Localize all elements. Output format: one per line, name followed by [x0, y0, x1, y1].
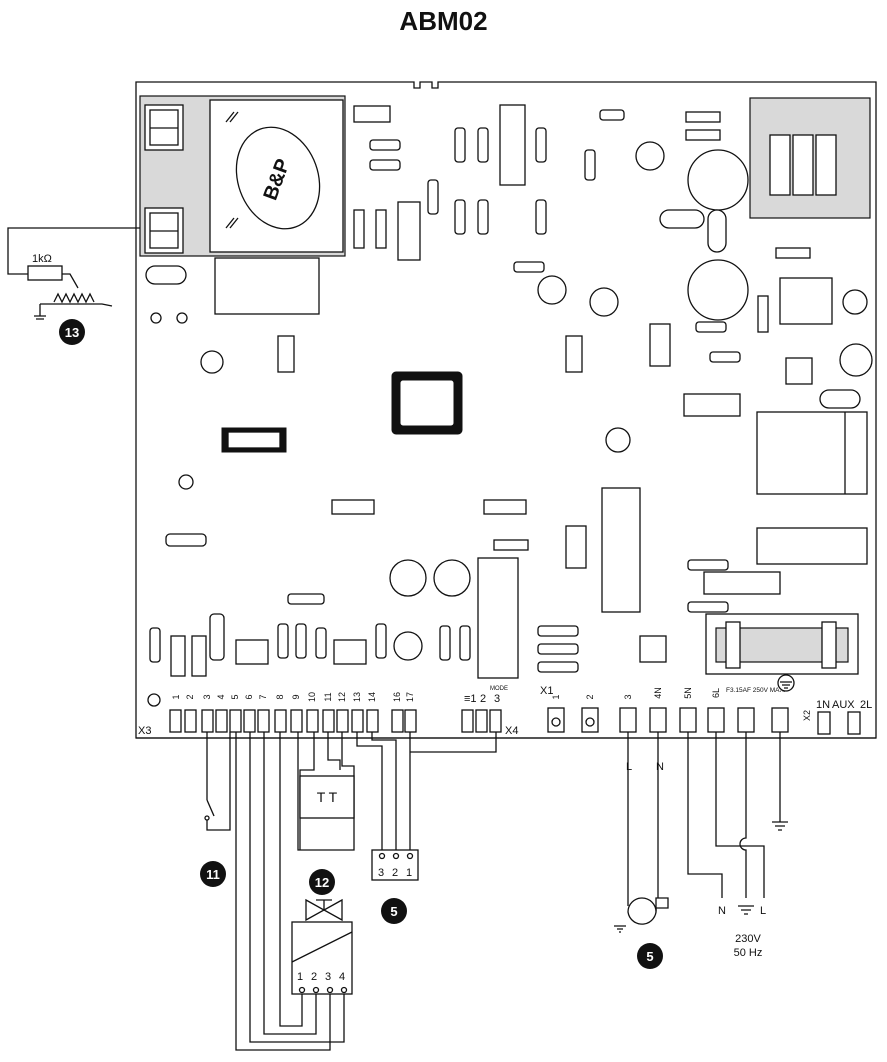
x4-pin-label: 3: [494, 693, 500, 705]
x4-terminal-strip: [461, 709, 502, 733]
resistors: [149, 109, 741, 673]
sensor-pin: 1: [406, 867, 412, 879]
x4-pin-labels: ≡1 2 3 MODE: [464, 686, 508, 705]
x4-label: X4: [505, 725, 518, 737]
thermostat-label: T T: [317, 789, 338, 805]
callout-11-number: 11: [206, 867, 220, 882]
x3-pin-label: 14: [367, 692, 377, 702]
x2-terminal-strip: [817, 711, 861, 735]
x3-terminal-strip: [169, 709, 417, 733]
x3-pin-label: 6: [244, 694, 254, 699]
x2-pin-labels: 1N AUX 2L: [816, 699, 872, 711]
x3-pin-label: 13: [352, 692, 362, 702]
x3-pin-label: 3: [202, 694, 212, 699]
x1-pin-label: 5N: [683, 687, 693, 699]
x3-pin-label: 10: [307, 692, 317, 702]
mains-n-label: N: [718, 905, 726, 917]
callout-13: 13: [59, 319, 85, 345]
x1-pin-label: 3: [623, 694, 633, 699]
valve-pin: 1: [297, 971, 303, 983]
x3-pin-label: 12: [337, 692, 347, 702]
ic-chip: [601, 487, 641, 613]
logo-oval: [235, 126, 321, 230]
resistor-label: 1kΩ: [32, 253, 52, 265]
x3-pin-label: 16: [392, 692, 402, 702]
mains-wiring: N L 230V 50 Hz: [687, 732, 788, 959]
diodes: [353, 111, 813, 663]
microcontroller-chip: [391, 371, 463, 435]
relay-right-mid: [756, 411, 868, 495]
x2-pin-label: AUX: [832, 699, 855, 711]
fuse-holder: [705, 613, 859, 675]
capacitors: [147, 141, 873, 707]
x3-pin-label: 8: [275, 694, 285, 699]
thermostat: T T: [297, 732, 355, 851]
x3-pin-label: 2: [185, 694, 195, 699]
valve-pin: 3: [325, 971, 331, 983]
mains-l-label: L: [760, 905, 766, 917]
three-way-valve: 1 2 3 4: [291, 898, 353, 995]
x1-pin-label: 2: [585, 694, 595, 699]
diagram-title: ABM02: [399, 6, 488, 36]
switch-circuit: [204, 732, 231, 831]
valve-pin: 4: [339, 971, 345, 983]
x3-pin-label: 7: [258, 694, 268, 699]
ic-chip: [499, 104, 526, 186]
x4-pin-label: 2: [480, 693, 486, 705]
x1-pin-labels: 1 2 3 4N 5N 6L: [551, 687, 721, 699]
relay-block: [214, 257, 320, 315]
valve-pin: 2: [311, 971, 317, 983]
pump-n-label: N: [656, 761, 664, 773]
transformer-block: B&P: [139, 95, 346, 257]
ionization-circuit: 1kΩ: [7, 227, 140, 320]
callout-12-number: 12: [315, 875, 329, 890]
callout-13-number: 13: [65, 325, 79, 340]
fuse-rating: F3.15AF 250V MAX.: [726, 687, 786, 694]
x1-pin-label: 6L: [711, 688, 721, 698]
x2-pin-label: 1N: [816, 699, 830, 711]
sensor-pin: 3: [378, 867, 384, 879]
ic-chip: [477, 557, 519, 679]
mode-label: MODE: [490, 686, 508, 692]
ic-chip: [779, 277, 833, 325]
x1-label: X1: [540, 685, 553, 697]
callout-5-sensor-number: 5: [390, 904, 397, 919]
callout-5-sensor: 5: [381, 898, 407, 924]
x2-label: X2: [802, 710, 812, 721]
callout-5-pump-number: 5: [646, 949, 653, 964]
x4-pin-label: ≡1: [464, 693, 477, 705]
x3-pin-label: 4: [216, 694, 226, 699]
x2-pin-label: 2L: [860, 699, 872, 711]
sensor-wiring: 3 2 1: [356, 732, 497, 881]
x1-pin-label: 4N: [653, 687, 663, 699]
x1-pin-label: 1: [551, 694, 561, 699]
x3-pin-label: 11: [323, 692, 333, 701]
sensor-pin: 2: [392, 867, 398, 879]
callout-5-pump: 5: [637, 943, 663, 969]
callout-12: 12: [309, 869, 335, 895]
mains-frequency: 50 Hz: [734, 947, 763, 959]
pump-wiring: L N: [614, 732, 669, 933]
x3-pin-label: 1: [171, 694, 181, 699]
x1-terminal-strip: [547, 707, 789, 733]
x3-pin-label: 5: [230, 694, 240, 699]
mains-voltage: 230V: [735, 933, 761, 945]
x3-pin-label: 9: [291, 694, 301, 699]
earth-symbol-circle: [777, 674, 795, 692]
pump-l-label: L: [626, 761, 632, 773]
x3-pin-labels: 1 2 3 4 5 6 7 8 9 10 11 12 13 14 16 17: [171, 692, 415, 702]
x3-pin-label: 17: [405, 692, 415, 702]
callout-11: 11: [200, 861, 226, 887]
valve-wiring: [235, 732, 345, 1051]
x3-label: X3: [138, 725, 151, 737]
